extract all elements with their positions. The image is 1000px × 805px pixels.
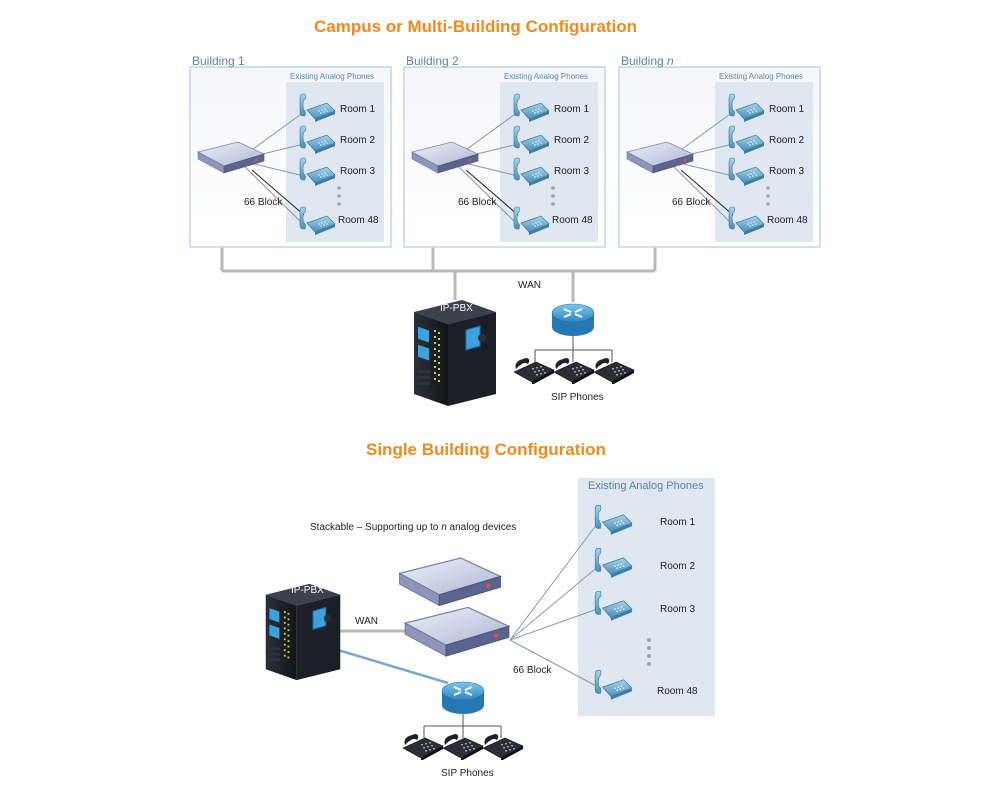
ellipsis-dot xyxy=(337,194,341,198)
campus-title: Campus or Multi-Building Configuration xyxy=(314,17,637,36)
sip-phone-icon xyxy=(553,357,595,384)
block-label-single: 66 Block xyxy=(513,665,552,676)
room-label: Room 2 xyxy=(340,135,376,146)
existing-phones-label-1: Existing Analog Phones xyxy=(290,72,375,81)
block-label-n: 66 Block xyxy=(672,197,711,208)
router-icon xyxy=(441,681,485,715)
analog-line xyxy=(451,159,519,226)
single-title: Single Building Configuration xyxy=(366,440,606,459)
room-label: Room 3 xyxy=(554,166,590,177)
pbx-label-single: IP-PBX xyxy=(291,585,324,596)
building-1-contents xyxy=(197,93,341,236)
sip-label-campus: SIP Phones xyxy=(551,392,604,403)
room-label: Room 2 xyxy=(554,135,590,146)
room-label: Room 48 xyxy=(552,215,593,226)
sip-phone-icon xyxy=(593,357,635,384)
block-wire xyxy=(465,169,519,216)
ellipsis-dot xyxy=(337,202,341,206)
block-label-2: 66 Block xyxy=(458,197,497,208)
ellipsis-dots xyxy=(647,638,651,666)
wan-label-single: WAN xyxy=(355,616,378,627)
building-2-label: Building 2 xyxy=(406,54,459,68)
stackable-gateway-icon xyxy=(398,557,502,607)
router-icon xyxy=(551,303,595,337)
sip-phone-icon xyxy=(442,733,484,760)
building-1-label: Building 1 xyxy=(192,54,245,68)
room-label: Room 3 xyxy=(769,166,805,177)
ellipsis-dot xyxy=(551,194,555,198)
building-n-label: Building n xyxy=(621,54,674,68)
stackable-label: Stackable – Supporting up to n analog de… xyxy=(310,522,517,533)
building-n-contents xyxy=(626,93,770,236)
ellipsis-dot xyxy=(551,202,555,206)
ellipsis-dot xyxy=(766,186,770,190)
room-2-label-single: Room 2 xyxy=(660,561,696,572)
room-label: Room 1 xyxy=(554,104,590,115)
analog-line xyxy=(666,159,734,226)
block-wire xyxy=(251,169,305,216)
room-label: Room 1 xyxy=(340,104,376,115)
ip-pbx-server-icon xyxy=(265,583,341,681)
room-label: Room 48 xyxy=(767,215,808,226)
single-analog-lines xyxy=(509,519,601,689)
room-label: Room 48 xyxy=(338,215,379,226)
ellipsis-dot xyxy=(337,186,341,190)
block-wire xyxy=(680,169,734,216)
analog-line xyxy=(237,159,305,226)
gateway-device-icon xyxy=(404,606,510,657)
sip-label-single: SIP Phones xyxy=(441,768,494,779)
sip-phone-lines xyxy=(534,336,613,362)
block-label-1: 66 Block xyxy=(244,197,283,208)
single-sip-lines xyxy=(423,714,502,738)
wan-label-campus: WAN xyxy=(518,280,541,291)
existing-phones-panel xyxy=(578,478,715,716)
room-48-label-single: Room 48 xyxy=(657,686,698,697)
ellipsis-dot xyxy=(766,194,770,198)
single-wan-lines xyxy=(330,629,449,685)
existing-phones-label-single: Existing Analog Phones xyxy=(588,480,704,492)
existing-phones-label-2: Existing Analog Phones xyxy=(504,72,589,81)
ellipsis-dot xyxy=(766,202,770,206)
ip-pbx-server-icon xyxy=(413,299,497,407)
room-label: Room 3 xyxy=(340,166,376,177)
existing-phones-label-n: Existing Analog Phones xyxy=(719,72,804,81)
pbx-label-campus: IP-PBX xyxy=(440,303,473,314)
room-1-label-single: Room 1 xyxy=(660,517,696,528)
room-label: Room 2 xyxy=(769,135,805,146)
sip-phone-icon xyxy=(513,357,555,384)
room-3-label-single: Room 3 xyxy=(660,604,696,615)
sip-phone-icon xyxy=(482,733,524,760)
ellipsis-dot xyxy=(551,186,555,190)
building-2-contents xyxy=(411,93,555,236)
sip-phone-icon xyxy=(402,733,444,760)
room-label: Room 1 xyxy=(769,104,805,115)
